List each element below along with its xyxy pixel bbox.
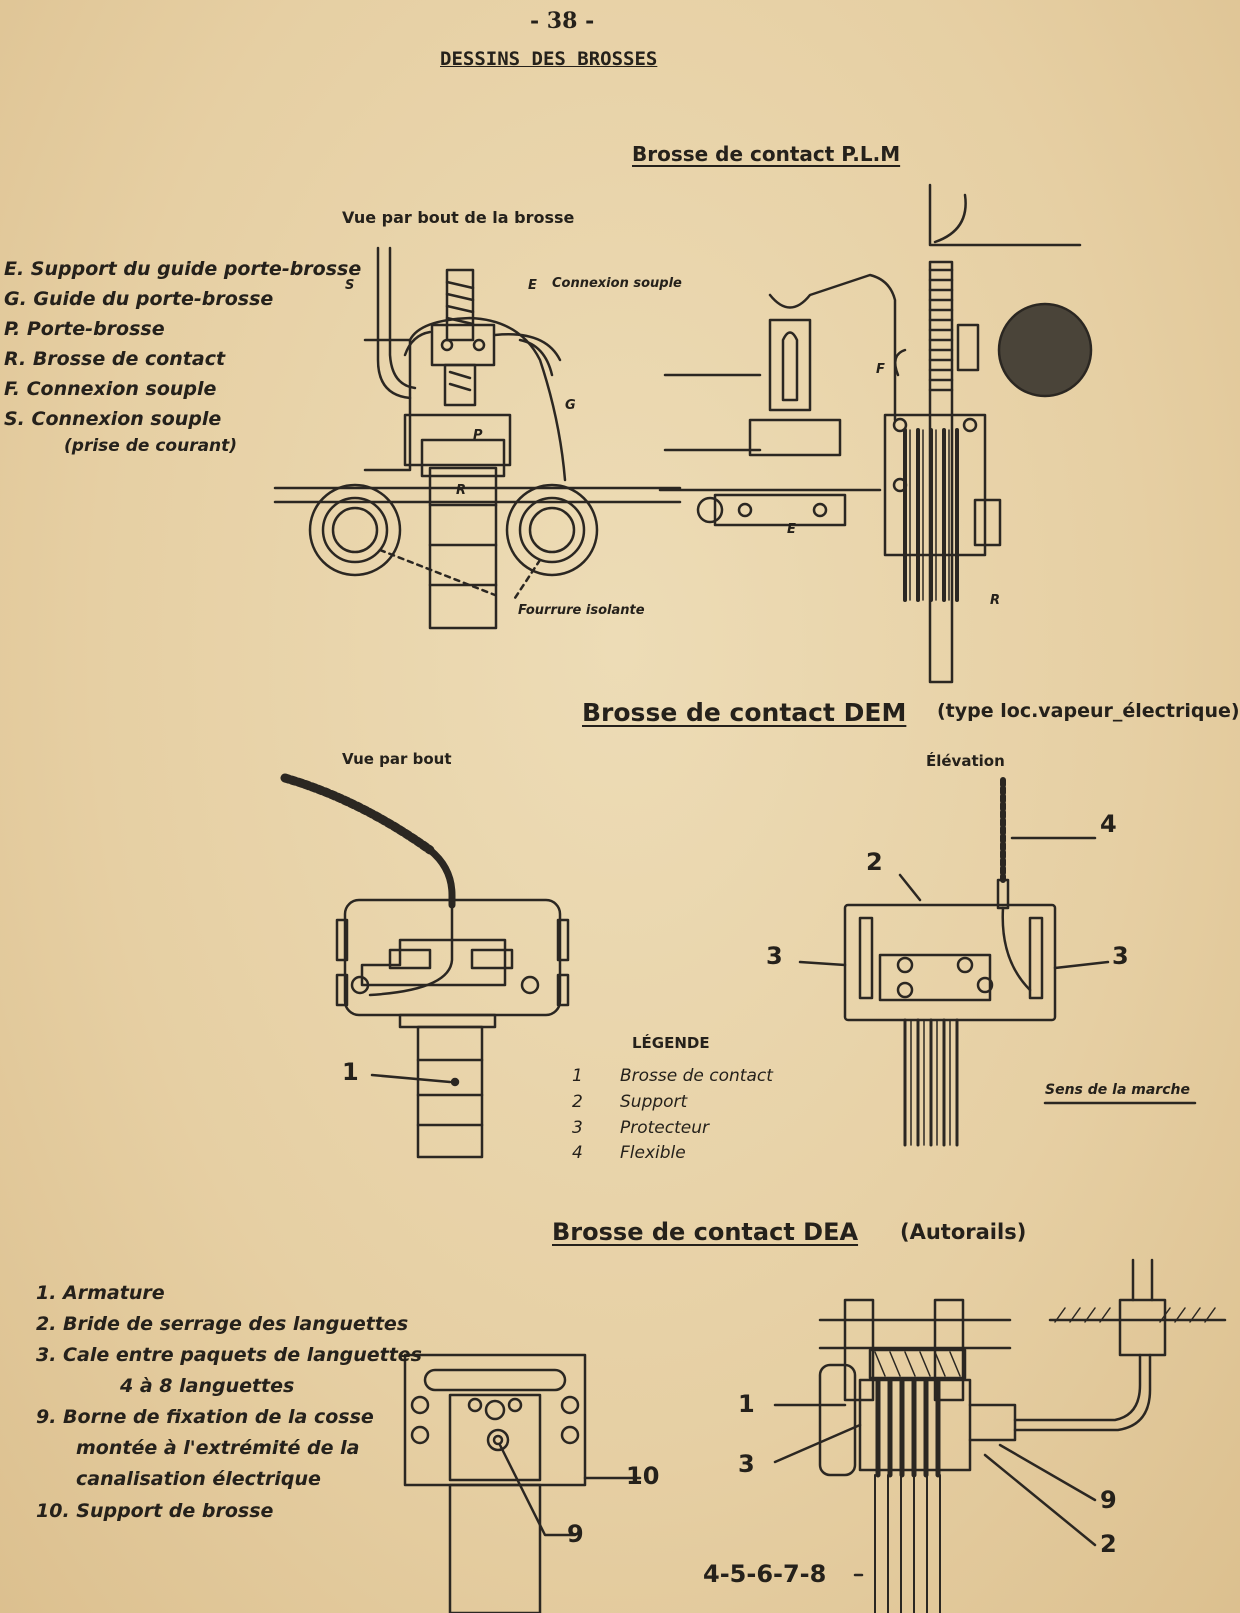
plm-side-callout-f: F	[876, 362, 885, 377]
dea-callout-4-8: 4-5-6-7-8	[703, 1560, 827, 1588]
dem-legend-num: 2	[572, 1092, 583, 1112]
dea-legend-item: 3. Cale entre paquets de languettes	[36, 1344, 422, 1366]
dem-legend-num: 1	[572, 1066, 583, 1086]
plm-legend-item: E. Support du guide porte-brosse	[4, 258, 362, 280]
dem-callout-2: 2	[866, 848, 883, 876]
page-title: DESSINS DES BROSSES	[440, 48, 658, 70]
dem-end-view-drawing	[285, 778, 568, 1157]
dem-legend-title: LÉGENDE	[632, 1034, 710, 1052]
dem-callout-3-right: 3	[1112, 942, 1129, 970]
dem-section-title: Brosse de contact DEM	[582, 698, 907, 727]
plm-legend-item: G. Guide du porte-brosse	[4, 288, 274, 310]
dea-front-drawing	[405, 1355, 640, 1613]
plm-callout-e: E	[528, 278, 537, 293]
dea-legend-item: 2. Bride de serrage des languettes	[36, 1313, 409, 1335]
page-number: - 38 -	[530, 8, 595, 34]
dem-elevation-label: Élévation	[926, 752, 1005, 770]
plm-callout-connexion-souple: Connexion souple	[552, 276, 682, 291]
dea-callout-9-side: 9	[1100, 1486, 1117, 1514]
plm-section-title: Brosse de contact P.L.M	[632, 142, 901, 166]
dea-legend-item: 9. Borne de fixation de la cosse	[36, 1406, 374, 1428]
dem-direction-label: Sens de la marche	[1045, 1082, 1190, 1098]
dem-legend-text: Support	[620, 1092, 688, 1112]
plm-side-callout-e: E	[787, 522, 796, 537]
dea-callout-10: 10	[626, 1462, 660, 1490]
dem-view-label: Vue par bout	[342, 750, 452, 768]
plm-legend-item: P. Porte-brosse	[4, 318, 165, 340]
plm-view-label: Vue par bout de la brosse	[342, 208, 575, 227]
dea-legend-item: 10. Support de brosse	[36, 1500, 274, 1522]
plm-callout-p: P	[473, 428, 483, 443]
dea-legend-item: montée à l'extrémité de la	[76, 1437, 360, 1459]
dea-callout-9-front: 9	[567, 1520, 584, 1548]
dea-side-drawing	[775, 1260, 1225, 1613]
plm-end-view-drawing	[275, 248, 680, 628]
plm-legend-item: S. Connexion souple	[4, 408, 222, 430]
dea-callout-2: 2	[1100, 1530, 1117, 1558]
dem-legend-text: Flexible	[620, 1143, 686, 1163]
dem-elevation-drawing	[800, 780, 1195, 1145]
dem-section-subtitle: (type loc.vapeur_électrique)	[937, 700, 1240, 722]
dea-callout-3: 3	[738, 1450, 755, 1478]
plm-side-view-drawing	[660, 185, 1091, 682]
dea-section-title: Brosse de contact DEA	[552, 1218, 859, 1246]
plm-side-callout-r: R	[990, 593, 1001, 608]
plm-legend-item: F. Connexion souple	[4, 378, 217, 400]
dem-callout-1: 1	[342, 1058, 359, 1086]
dea-legend-item: 4 à 8 languettes	[120, 1375, 295, 1397]
dea-legend-item: 1. Armature	[36, 1282, 165, 1304]
dea-section-subtitle: (Autorails)	[900, 1220, 1027, 1244]
dem-callout-3-left: 3	[766, 942, 783, 970]
dem-legend-num: 3	[572, 1118, 583, 1138]
plm-legend-item: R. Brosse de contact	[4, 348, 226, 370]
plm-callout-g: G	[565, 398, 576, 413]
plm-callout-s: S	[345, 278, 355, 293]
dem-legend-num: 4	[572, 1143, 583, 1163]
dem-callout-4: 4	[1100, 810, 1117, 838]
dea-legend-item: canalisation électrique	[76, 1468, 321, 1490]
dea-callout-1: 1	[738, 1390, 755, 1418]
dem-legend-text: Brosse de contact	[620, 1066, 773, 1086]
plm-legend-item: (prise de courant)	[64, 436, 238, 456]
plm-callout-r: R	[456, 483, 467, 498]
plm-callout-fourrure-isolante: Fourrure isolante	[518, 603, 645, 618]
dem-legend-text: Protecteur	[620, 1118, 710, 1138]
